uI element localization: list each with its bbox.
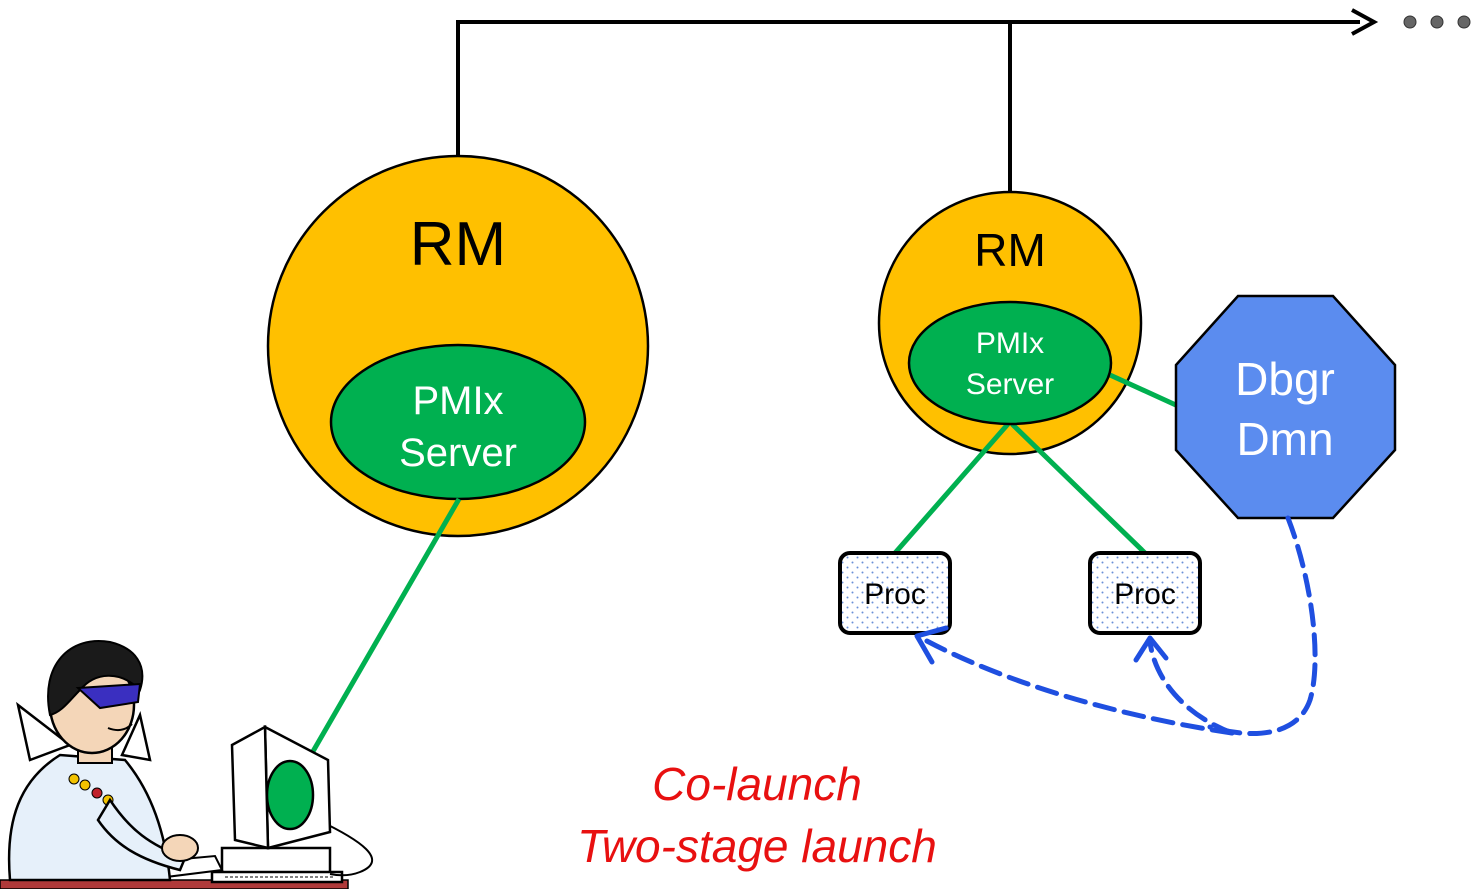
pmix-right-line2: Server	[966, 368, 1054, 401]
user-at-computer-illustration-icon	[0, 640, 374, 889]
pmix-left-line2: Server	[399, 431, 517, 475]
proc-box-left: Proc	[838, 551, 952, 635]
bus-arrowhead	[1351, 8, 1379, 36]
caption-line2: Two-stage launch	[577, 820, 937, 872]
proc-right-label: Proc	[1114, 578, 1176, 611]
rm-right-label: RM	[974, 224, 1046, 276]
debug-attach-arrows	[922, 515, 1318, 737]
arrowhead-proc-left	[914, 625, 949, 665]
proc-box-right: Proc	[1088, 551, 1202, 635]
pmix-server-right: PMIx Server	[907, 300, 1113, 426]
debugger-line1: Dbgr	[1235, 353, 1335, 405]
pmix-left-line1: PMIx	[412, 379, 503, 423]
debug-arrow-to-proc-left	[922, 637, 1235, 736]
pmix-server-left: PMIx Server	[329, 343, 587, 501]
pmix-right-line1: PMIx	[976, 327, 1044, 360]
debugger-line2: Dmn	[1236, 413, 1333, 465]
arrowhead-proc-right	[1133, 635, 1169, 663]
caption-line1: Co-launch	[652, 758, 862, 810]
proc-left-label: Proc	[864, 578, 926, 611]
debug-arrow-trunk	[1207, 515, 1318, 737]
rm-left-label: RM	[410, 210, 506, 279]
green-connections-right	[893, 372, 1180, 555]
network-bus	[456, 8, 1379, 205]
ellipsis-dots-icon	[1403, 15, 1471, 29]
debug-arrow-to-proc-right	[1147, 639, 1235, 736]
debug-arrowheads	[914, 625, 1169, 665]
user-computer-screen	[265, 759, 315, 831]
debugger-daemon-node: Dbgr Dmn	[1174, 294, 1397, 520]
green-connection-left	[305, 497, 462, 762]
